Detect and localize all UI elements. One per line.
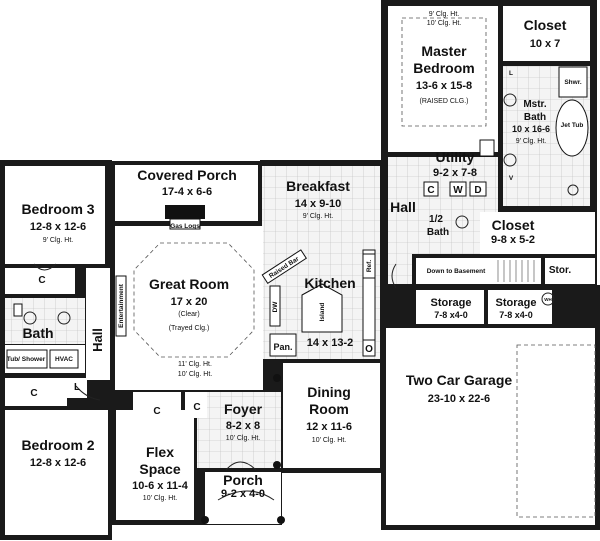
bedroom3-name: Bedroom 3 xyxy=(21,201,94,217)
flex-closet-c: C xyxy=(153,406,160,417)
breakfast-size: 14 x 9-10 xyxy=(295,198,341,210)
utility-size: 9-2 x 7-8 xyxy=(433,167,477,179)
garage-name: Two Car Garage xyxy=(406,372,513,388)
hall-main-name: Hall xyxy=(390,199,416,215)
room-interiors xyxy=(5,6,595,535)
foyer-closet-c: C xyxy=(193,402,200,413)
foyer-name: Foyer xyxy=(224,401,263,417)
half-bath-name-2: Bath xyxy=(427,227,449,238)
washer-label: W xyxy=(453,185,463,196)
dryer-label: D xyxy=(474,185,481,196)
master-note: (RAISED CLG.) xyxy=(419,98,468,105)
mstr-bath-clg: 9' Clg. Ht. xyxy=(516,138,547,145)
foyer-size: 8-2 x 8 xyxy=(226,420,260,432)
dining-name-1: Dining xyxy=(307,384,351,400)
flex-name-2: Space xyxy=(139,461,180,477)
garage-size: 23-10 x 22-6 xyxy=(428,393,490,405)
dw-label: DW xyxy=(272,301,279,313)
great-room-note-2: (Trayed Clg.) xyxy=(169,325,210,332)
dining-size: 12 x 11-6 xyxy=(306,421,352,433)
oven-label: O xyxy=(365,344,373,355)
breakfast-clg: 9' Clg. Ht. xyxy=(303,213,334,220)
ref-label: Ref. xyxy=(366,260,373,272)
jet-tub-label: Jet Tub xyxy=(561,122,584,129)
room-labels: 9' Clg. Ht. 10' Clg. Ht. Master Bedroom … xyxy=(7,11,584,502)
covered-porch-name: Covered Porch xyxy=(137,167,237,183)
mstr-bath-size: 10 x 16-6 xyxy=(512,124,550,134)
foyer-clg: 10' Clg. Ht. xyxy=(226,435,260,442)
master-name-2: Bedroom xyxy=(413,60,474,76)
bedroom3-closet-c: C xyxy=(38,275,45,286)
mstr-bath-v: V xyxy=(509,175,514,182)
covered-porch-size: 17-4 x 6-6 xyxy=(162,186,212,198)
bed2-closet-c: C xyxy=(30,388,37,399)
half-bath-name-1: 1/2 xyxy=(429,214,443,225)
bed2-l: L xyxy=(74,382,80,393)
hall-left-name: Hall xyxy=(90,328,105,352)
bedroom2-size: 12-8 x 12-6 xyxy=(30,457,86,469)
bedroom3-clg: 9' Clg. Ht. xyxy=(43,237,74,244)
utility-c: C xyxy=(427,185,434,196)
entertainment-label: Entertainment xyxy=(118,283,125,328)
mstr-bath-name-1: Mstr. xyxy=(523,99,547,110)
great-room-name: Great Room xyxy=(149,276,229,292)
water-heater-label: WH xyxy=(544,297,552,302)
great-room-clg-1: 11' Clg. Ht. xyxy=(178,361,212,368)
master-closet-size: 10 x 7 xyxy=(530,38,561,50)
island-label: Island xyxy=(319,303,326,322)
porch-name: Porch xyxy=(223,472,263,488)
flex-name-1: Flex xyxy=(146,444,174,460)
storage2-name: Storage xyxy=(496,297,537,309)
mstr-bath-name-2: Bath xyxy=(524,112,546,123)
storage2-size: 7-8 x4-0 xyxy=(499,310,533,320)
bath-name: Bath xyxy=(22,325,53,341)
flex-clg: 10' Clg. Ht. xyxy=(143,495,177,502)
bedroom2-name: Bedroom 2 xyxy=(21,437,94,453)
great-room-note-1: (Clear) xyxy=(178,311,199,318)
breakfast-name: Breakfast xyxy=(286,178,350,194)
master-size: 13-6 x 15-8 xyxy=(416,80,472,92)
storage1-size: 7-8 x4-0 xyxy=(434,310,468,320)
dining-name-2: Room xyxy=(309,401,349,417)
master-name-1: Master xyxy=(421,43,467,59)
dining-clg: 10' Clg. Ht. xyxy=(312,437,346,444)
master-clg-1: 9' Clg. Ht. xyxy=(429,11,460,18)
great-room-size: 17 x 20 xyxy=(171,296,208,308)
great-room-clg-2: 10' Clg. Ht. xyxy=(178,371,212,378)
shwr-label: Shwr. xyxy=(564,79,582,86)
kitchen-name: Kitchen xyxy=(304,275,355,291)
kitchen-size: 14 x 13-2 xyxy=(307,337,353,349)
master-closet-name: Closet xyxy=(524,17,567,33)
flex-size: 10-6 x 11-4 xyxy=(132,480,189,492)
master-clg-2: 10' Clg. Ht. xyxy=(427,20,461,27)
hvac-label: HVAC xyxy=(55,356,73,363)
hall-closet-size: 9-8 x 5-2 xyxy=(491,234,535,246)
down-to-basement-label: Down to Basement xyxy=(427,268,486,275)
fixtures xyxy=(6,17,596,524)
porch-size: 9-2 x 4-0 xyxy=(221,488,265,500)
stor-name: Stor. xyxy=(549,265,571,276)
pantry-label: Pan. xyxy=(273,342,292,352)
gas-logs-label: Gas Logs xyxy=(170,223,200,230)
tub-shower-label: Tub/ Shower xyxy=(7,356,46,363)
bedroom3-size: 12-8 x 12-6 xyxy=(30,221,86,233)
mstr-bath-l: L xyxy=(509,70,513,77)
hall-closet-name: Closet xyxy=(492,217,535,233)
storage1-name: Storage xyxy=(431,297,472,309)
utility-name: Utility xyxy=(436,149,475,165)
